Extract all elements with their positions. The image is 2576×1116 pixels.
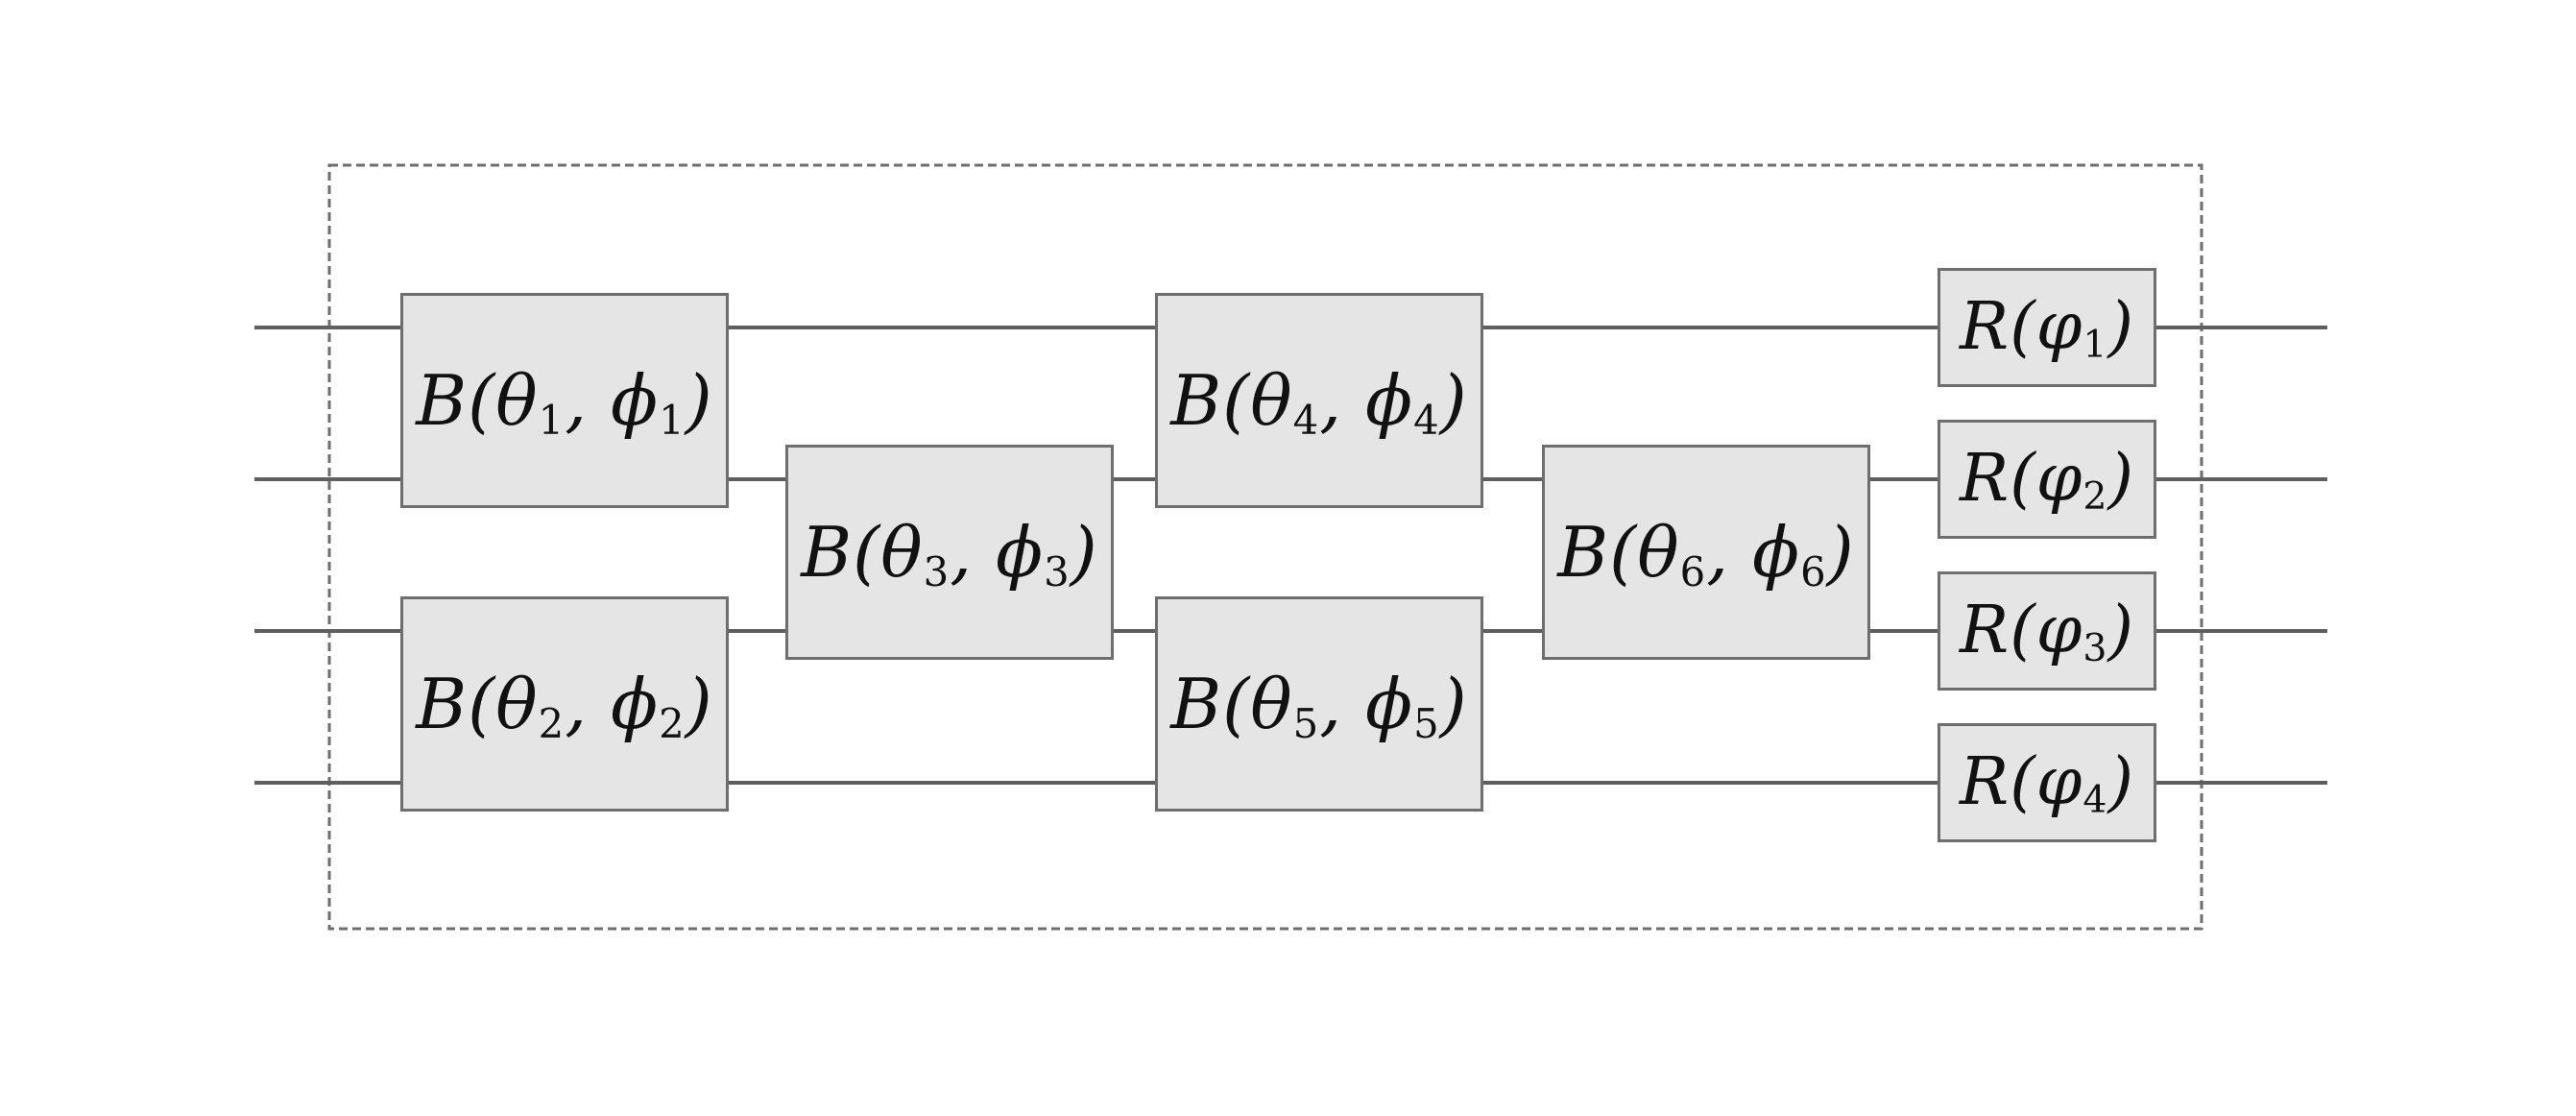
gate-rot-1: R(φ1) xyxy=(1938,268,2156,387)
gate-rot-2: R(φ2) xyxy=(1938,420,2156,539)
gate-label-bs-4: B(θ4, ϕ4) xyxy=(1170,360,1468,445)
gate-label-rot-2: R(φ2) xyxy=(1960,441,2134,520)
gate-label-bs-2: B(θ2, ϕ2) xyxy=(416,664,713,748)
gate-label-rot-4: R(φ4) xyxy=(1960,744,2134,823)
gate-bs-6: B(θ6, ϕ6) xyxy=(1542,445,1870,660)
gate-bs-4: B(θ4, ϕ4) xyxy=(1155,293,1483,508)
gate-bs-5: B(θ5, ϕ5) xyxy=(1155,596,1483,812)
gate-label-bs-1: B(θ1, ϕ1) xyxy=(416,360,713,445)
gate-rot-3: R(φ3) xyxy=(1938,571,2156,691)
gate-bs-2: B(θ2, ϕ2) xyxy=(400,596,729,812)
gate-rot-4: R(φ4) xyxy=(1938,723,2156,842)
gate-label-rot-3: R(φ3) xyxy=(1960,593,2134,671)
gate-label-bs-5: B(θ5, ϕ5) xyxy=(1170,664,1468,748)
gate-label-bs-6: B(θ6, ϕ6) xyxy=(1557,512,1855,596)
gate-label-bs-3: B(θ3, ϕ3) xyxy=(801,512,1098,596)
gate-bs-1: B(θ1, ϕ1) xyxy=(400,293,729,508)
gate-label-rot-1: R(φ1) xyxy=(1960,289,2134,368)
circuit-boundary-dashed-box xyxy=(327,163,2203,931)
gate-bs-3: B(θ3, ϕ3) xyxy=(785,445,1114,660)
